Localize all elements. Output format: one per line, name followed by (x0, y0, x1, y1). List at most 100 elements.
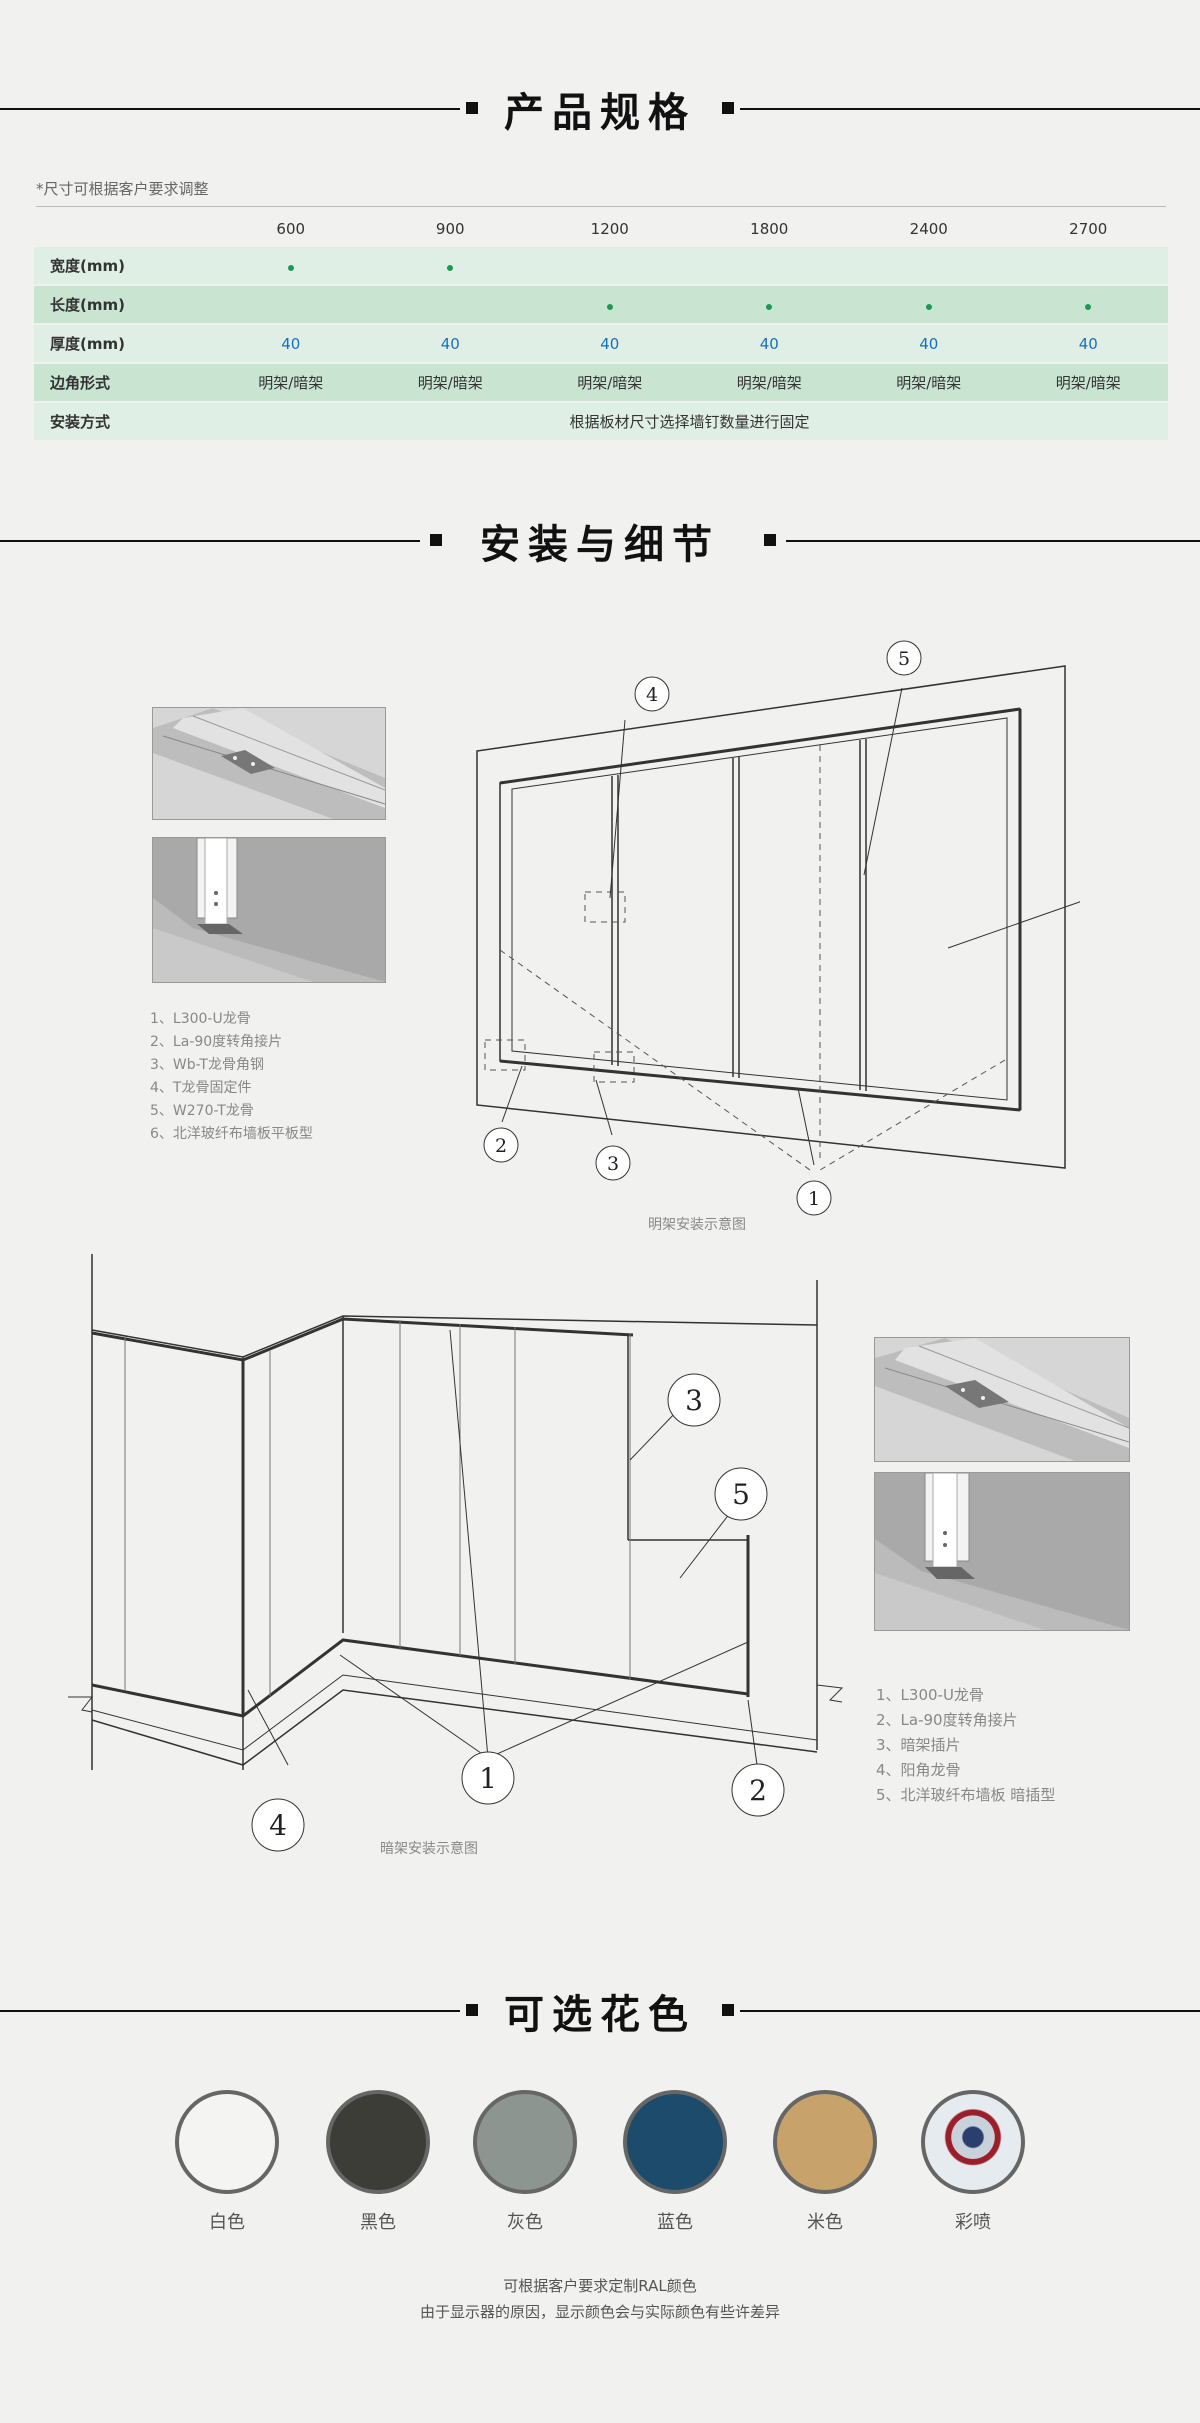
col-header: 2700 (1069, 219, 1108, 238)
thickness-value: 40 (211, 323, 371, 362)
exposed-caption: 明架安装示意图 (648, 1217, 746, 1233)
swatch-circle (175, 2090, 279, 2194)
swatch-label: 黑色 (360, 2212, 396, 2233)
hidden-detail-photo-2 (874, 1472, 1130, 1631)
spec-row-length: 长度(mm) (34, 284, 1168, 323)
available-dot (1085, 303, 1092, 310)
header-square-left (466, 2004, 478, 2016)
hidden-detail-photo-1 (874, 1337, 1130, 1462)
callout-3: 3 (595, 1145, 631, 1181)
legend-item: 1、L300-U龙骨 (876, 1686, 984, 1704)
legend-item: 5、W270-T龙骨 (150, 1103, 254, 1119)
legend-item: 3、Wb-T龙骨角钢 (150, 1057, 264, 1073)
legend-item: 1、L300-U龙骨 (150, 1011, 251, 1027)
panel-frame-inner (511, 717, 1008, 1101)
callout-4: 4 (251, 1798, 305, 1852)
open-panel-edge-2 (628, 1539, 749, 1694)
available-dot (925, 303, 932, 310)
hidden-caption: 暗架安装示意图 (380, 1841, 478, 1857)
header-rule-right (786, 540, 1200, 542)
row-label: 边角形式 (34, 362, 211, 401)
spec-header-row: 600 900 1200 1800 2400 2700 (34, 210, 1168, 247)
color-section-header: 可选花色 (0, 1980, 1200, 2040)
swatch-circle (623, 2090, 727, 2194)
spec-table: 600 900 1200 1800 2400 2700 宽度(mm) 长度(mm… (34, 210, 1168, 440)
edge-value: 明架/暗架 (689, 362, 849, 401)
swatch-label: 蓝色 (657, 2212, 693, 2233)
thickness-value: 40 (689, 323, 849, 362)
legend-item: 4、T龙骨固定件 (150, 1080, 252, 1096)
spec-row-thickness: 厚度(mm) 40 40 40 40 40 40 (34, 323, 1168, 362)
spec-row-install: 安装方式 根据板材尺寸选择墙钉数量进行固定 (34, 401, 1168, 440)
wall-top-line (91, 1315, 818, 1358)
callout-label: 1 (808, 1188, 820, 1210)
leader-1b (449, 1329, 489, 1759)
header-rule-right (740, 2010, 1200, 2012)
hidden-legend: 1、L300-U龙骨 2、La-90度转角接片 3、暗架插片 4、阳角龙骨 5、… (876, 1683, 1055, 1808)
swatch-label: 灰色 (507, 2212, 543, 2233)
color-note-line2: 由于显示器的原因，显示颜色会与实际颜色有些许差异 (419, 2303, 780, 2321)
leader-2 (747, 1699, 759, 1773)
callout-label: 5 (898, 648, 910, 670)
exposed-legend: 1、L300-U龙骨 2、La-90度转角接片 3、Wb-T龙骨角钢 4、T龙骨… (150, 1008, 313, 1146)
detail-box-3 (593, 1051, 635, 1083)
leader-2 (501, 1065, 523, 1123)
legend-item: 3、暗架插片 (876, 1736, 961, 1754)
callout-2: 2 (731, 1763, 785, 1817)
header-square-left (466, 102, 478, 114)
edge-value: 明架/暗架 (370, 362, 530, 401)
col-header: 1800 (750, 219, 789, 238)
callout-1: 1 (461, 1751, 515, 1805)
swatch-label: 白色 (209, 2212, 245, 2233)
swatch-gray[interactable]: 灰色 (470, 2090, 580, 2234)
callout-2: 2 (483, 1127, 519, 1163)
col-header: 2400 (909, 219, 948, 238)
edge-value: 明架/暗架 (530, 362, 690, 401)
edge-value: 明架/暗架 (1008, 362, 1168, 401)
swatch-blue[interactable]: 蓝色 (620, 2090, 730, 2234)
leader-1c (487, 1641, 749, 1759)
exposed-detail-photo-2 (152, 837, 386, 983)
swatch-label: 彩喷 (955, 2212, 991, 2233)
leader-5 (863, 687, 903, 876)
edge-value: 明架/暗架 (211, 362, 371, 401)
swatch-circle (326, 2090, 430, 2194)
header-rule-left (0, 2010, 460, 2012)
thickness-value: 40 (849, 323, 1009, 362)
row-label: 安装方式 (34, 401, 211, 440)
section-title-spec: 产品规格 (504, 90, 696, 136)
callout-label: 2 (749, 1774, 767, 1807)
callout-1: 1 (796, 1180, 832, 1216)
col-header: 600 (276, 219, 306, 238)
install-value: 根据板材尺寸选择墙钉数量进行固定 (211, 401, 1168, 440)
header-rule-left (0, 540, 420, 542)
panel-frame-outer (499, 708, 1021, 1111)
swatch-print[interactable]: 彩喷 (918, 2090, 1028, 2234)
legend-item: 6、北洋玻纤布墙板平板型 (150, 1126, 313, 1142)
callout-label: 3 (607, 1153, 619, 1175)
floor-line-2 (91, 1674, 818, 1751)
swatch-black[interactable]: 黑色 (323, 2090, 433, 2234)
floor-line (91, 1689, 818, 1766)
top-u-keel (499, 707, 1021, 785)
callout-3: 3 (667, 1373, 721, 1427)
swatch-white[interactable]: 白色 (172, 2090, 282, 2234)
legend-item: 4、阳角龙骨 (876, 1761, 961, 1779)
col-header: 900 (435, 219, 465, 238)
row-label: 厚度(mm) (34, 323, 211, 362)
exposed-detail-photo-1 (152, 707, 386, 820)
spec-row-edge: 边角形式 明架/暗架 明架/暗架 明架/暗架 明架/暗架 明架/暗架 明架/暗架 (34, 362, 1168, 401)
leader-6 (947, 901, 1080, 949)
break-mark-left (68, 1696, 94, 1713)
header-square-right (722, 102, 734, 114)
leader-3 (629, 1409, 679, 1461)
callout-label: 3 (685, 1384, 703, 1417)
wall-outline (476, 665, 1066, 1169)
break-mark-right (816, 1684, 844, 1703)
callout-5: 5 (714, 1467, 768, 1521)
thickness-value: 40 (530, 323, 690, 362)
thickness-value: 40 (370, 323, 530, 362)
leader-3 (595, 1079, 613, 1136)
swatch-beige[interactable]: 米色 (770, 2090, 880, 2234)
bottom-u-keel (91, 1638, 749, 1718)
